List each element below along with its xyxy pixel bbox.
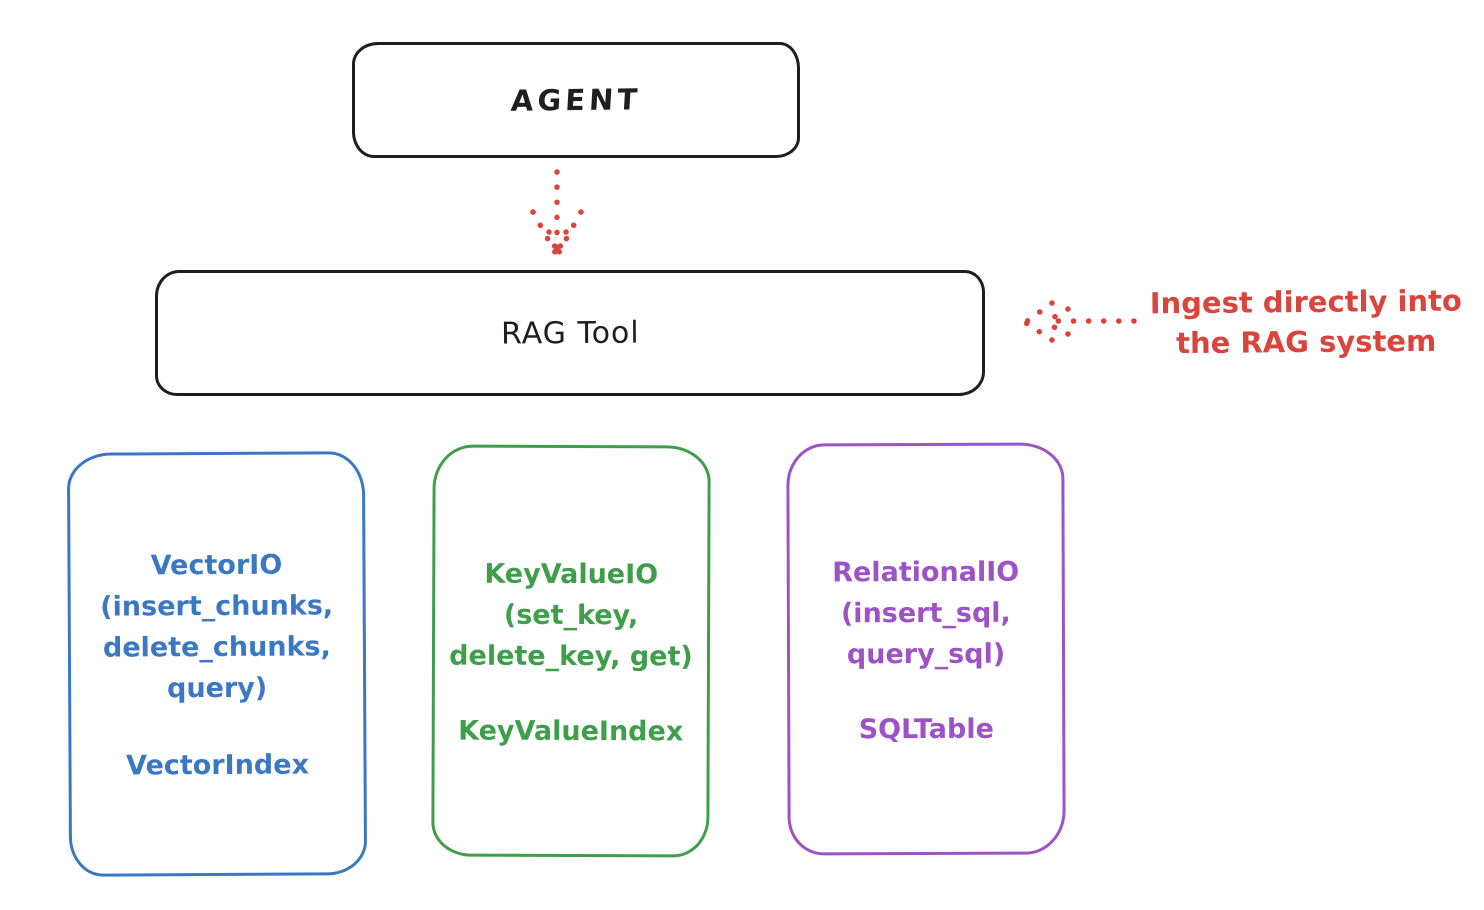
vector-io-title: VectorIO [150,549,283,582]
vector-io-signature: VectorIO (insert_chunks, delete_chunks, … [100,546,334,708]
ingest-annotation-line2: the RAG system [1175,323,1437,361]
rag-tool-node: RAG Tool [155,270,985,396]
keyvalue-io-signature: KeyValueIO (set_key, delete_key, get) [449,555,693,676]
vector-io-methods-line: query) [166,672,268,705]
keyvalue-io-title: KeyValueIO [484,558,659,590]
keyvalue-io-methods-line: (set_key, [503,599,639,631]
relational-io-node: RelationalIO (insert_sql, query_sql) SQL… [786,442,1066,856]
vector-io-methods-line: (insert_chunks, [100,590,334,623]
agent-to-ragtool-arrow [530,169,584,255]
ingest-annotation-line1: Ingest directly into [1149,283,1463,321]
relational-io-methods-line: query_sql) [846,638,1006,670]
vector-io-methods-line: delete_chunks, [102,631,331,664]
vector-io-node: VectorIO (insert_chunks, delete_chunks, … [66,451,368,877]
agent-node: AGENT [352,42,800,158]
keyvalue-io-methods-line: delete_key, get) [449,640,693,672]
rag-tool-node-label: RAG Tool [500,315,640,351]
relational-io-title: RelationalIO [832,556,1020,588]
agent-node-label: AGENT [509,82,643,118]
relational-io-methods-line: (insert_sql, [840,597,1011,629]
keyvalue-index-label: KeyValueIndex [458,715,684,747]
keyvalue-io-node: KeyValueIO (set_key, delete_key, get) Ke… [431,444,711,858]
sql-table-label: SQLTable [858,713,994,745]
relational-io-signature: RelationalIO (insert_sql, query_sql) [832,553,1019,674]
annotation-to-ragtool-arrow [1023,300,1137,343]
ingest-annotation: Ingest directly into the RAG system [1138,281,1475,364]
vector-index-label: VectorIndex [126,749,310,782]
